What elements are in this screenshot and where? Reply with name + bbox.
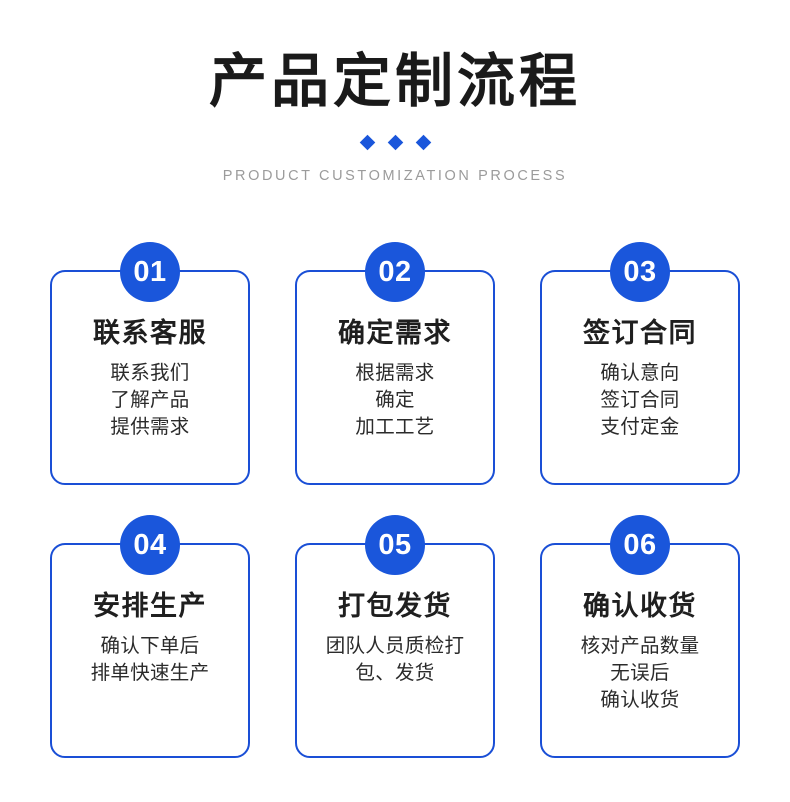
step-description: 确认意向 签订合同 支付定金 (600, 362, 680, 438)
step-card: 联系客服 联系我们 了解产品 提供需求 (50, 270, 250, 485)
page-subtitle: PRODUCT CUSTOMIZATION PROCESS (222, 167, 568, 184)
process-step-05: 打包发货 团队人员质检打 包、发货 05 (295, 515, 495, 788)
step-description: 团队人员质检打 包、发货 (325, 635, 465, 684)
step-title: 安排生产 (93, 591, 207, 621)
step-title: 签订合同 (583, 318, 697, 348)
process-steps-grid: 联系客服 联系我们 了解产品 提供需求 01 确定需求 根据需求 确定 加工工艺… (50, 242, 740, 788)
step-card: 安排生产 确认下单后 排单快速生产 (50, 543, 250, 758)
step-number-badge: 03 (610, 242, 670, 302)
step-card: 确认收货 核对产品数量 无误后 确认收货 (540, 543, 740, 758)
page-header: 产品定制流程 PRODUCT CUSTOMIZATION PROCESS (0, 0, 790, 184)
step-description: 核对产品数量 无误后 确认收货 (580, 635, 700, 711)
step-card: 确定需求 根据需求 确定 加工工艺 (295, 270, 495, 485)
step-number-badge: 01 (120, 242, 180, 302)
step-description: 联系我们 了解产品 提供需求 (110, 362, 190, 438)
diamond-icon (359, 135, 375, 151)
step-title: 确认收货 (583, 591, 697, 621)
process-step-04: 安排生产 确认下单后 排单快速生产 04 (50, 515, 250, 788)
step-title: 打包发货 (338, 591, 452, 621)
step-card: 打包发货 团队人员质检打 包、发货 (295, 543, 495, 758)
step-description: 根据需求 确定 加工工艺 (355, 362, 435, 438)
page-title: 产品定制流程 (208, 49, 581, 114)
step-number-badge: 06 (610, 515, 670, 575)
process-step-02: 确定需求 根据需求 确定 加工工艺 02 (295, 242, 495, 515)
step-card: 签订合同 确认意向 签订合同 支付定金 (540, 270, 740, 485)
diamond-icon (415, 135, 431, 151)
step-title: 确定需求 (338, 318, 452, 348)
diamond-divider (0, 135, 790, 151)
step-number-badge: 02 (365, 242, 425, 302)
process-step-06: 确认收货 核对产品数量 无误后 确认收货 06 (540, 515, 740, 788)
step-title: 联系客服 (93, 318, 207, 348)
step-description: 确认下单后 排单快速生产 (90, 635, 210, 684)
process-step-01: 联系客服 联系我们 了解产品 提供需求 01 (50, 242, 250, 515)
step-number-badge: 04 (120, 515, 180, 575)
step-number-badge: 05 (365, 515, 425, 575)
process-step-03: 签订合同 确认意向 签订合同 支付定金 03 (540, 242, 740, 515)
diamond-icon (387, 135, 403, 151)
